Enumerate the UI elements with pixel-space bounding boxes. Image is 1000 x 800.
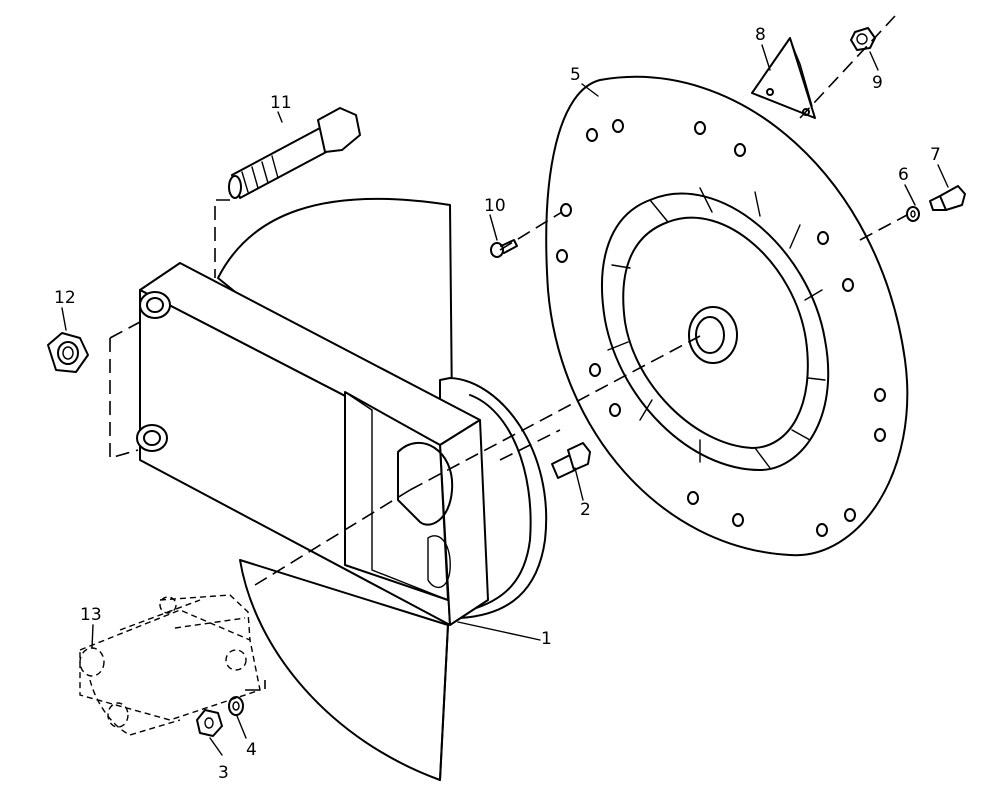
callout-10: 10 [484,196,506,216]
callout-labels: 1 2 3 4 5 6 7 8 9 10 11 12 13 [54,25,941,783]
callout-3: 3 [218,763,229,783]
callout-6: 6 [898,165,909,185]
alignment-lines [109,15,908,691]
callout-2: 2 [580,500,591,520]
callout-4: 4 [246,740,257,760]
callout-9: 9 [872,73,883,93]
nut-part-3 [196,709,223,737]
washer-part-6 [906,206,920,222]
callout-12: 12 [54,288,76,308]
nut-part-12 [47,332,89,373]
nut-part-9 [850,27,876,51]
flywheel-part-5 [545,75,909,557]
housing-part-1 [136,262,489,626]
leader-lines [61,44,949,756]
callout-1: 1 [541,629,552,649]
flywheel-bolt-holes [556,119,886,537]
callout-11: 11 [270,93,292,113]
callout-13: 13 [80,605,102,625]
callout-7: 7 [930,145,941,165]
callout-8: 8 [755,25,766,45]
washer-part-4 [228,696,244,716]
callout-5: 5 [570,65,581,85]
screw-part-10 [490,239,518,258]
bolt-part-7 [929,185,966,211]
hydraulic-motor-part-13 [79,594,261,736]
timing-plate-part-8 [751,37,816,119]
bolt-part-11 [228,107,361,199]
bolt-part-2 [551,442,591,479]
